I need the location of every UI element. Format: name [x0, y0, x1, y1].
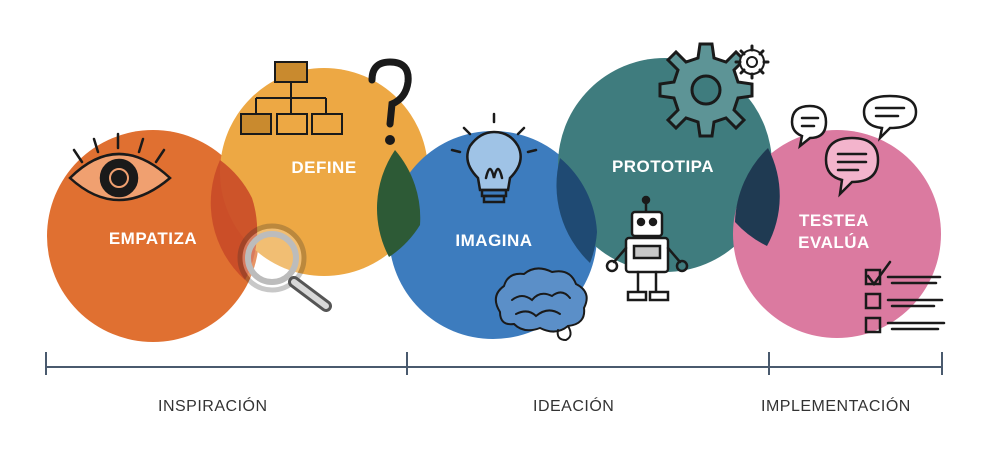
org-chart-icon: [240, 61, 343, 135]
define-imagina-overlap: [376, 150, 421, 257]
empatiza-label: EMPATIZA: [108, 229, 198, 248]
define-label: DEFINE: [291, 158, 357, 177]
question-mark-icon: [368, 58, 412, 145]
evalua-label: EVALÚA: [798, 233, 870, 252]
speech-bubbles-icon: [790, 94, 918, 198]
robot-icon: [605, 195, 689, 302]
inspiracion-phase-label: INSPIRACIÓN: [158, 398, 268, 415]
prototipa-testea-overlap: [735, 148, 780, 246]
brain-icon: [494, 267, 588, 342]
ideacion-phase-label: IDEACIÓN: [533, 398, 615, 415]
prototipa-label: PROTOTIPA: [611, 157, 715, 176]
imagina-prototipa-overlap: [556, 158, 597, 263]
magnifier-icon: [237, 223, 332, 312]
imagina-label: IMAGINA: [455, 231, 533, 250]
eye-icon: [68, 132, 172, 202]
testea-label: TESTEA: [798, 211, 870, 230]
testea-circle: [733, 130, 941, 338]
small-gear-icon: [734, 44, 770, 80]
empatiza-define-overlap: [210, 160, 258, 280]
phase-timeline: [45, 352, 943, 375]
checklist-icon: [864, 260, 946, 334]
lightbulb-icon: [450, 112, 538, 204]
gear-icon: [658, 42, 754, 138]
implementacion-phase-label: IMPLEMENTACIÓN: [761, 398, 911, 415]
